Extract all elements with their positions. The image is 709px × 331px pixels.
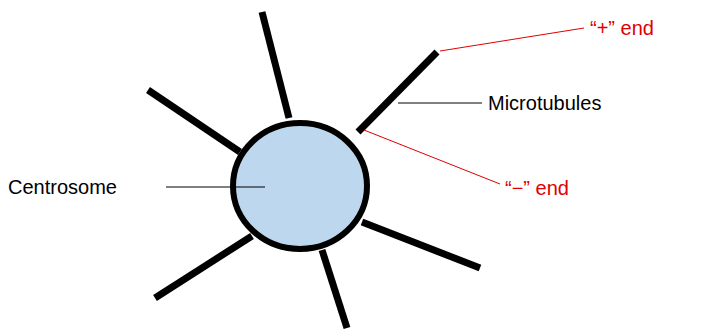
centrosome bbox=[233, 123, 367, 249]
leader-line bbox=[398, 103, 482, 104]
part-label: Centrosome bbox=[8, 175, 117, 199]
part-label: Microtubules bbox=[488, 91, 601, 115]
leader-line bbox=[364, 130, 500, 184]
leader-line bbox=[166, 187, 265, 188]
leader-line bbox=[440, 28, 584, 51]
microtubule bbox=[362, 222, 480, 268]
microtubule bbox=[155, 236, 252, 298]
microtubules bbox=[148, 12, 480, 328]
microtubule bbox=[262, 12, 289, 118]
end-label: “−” end bbox=[505, 176, 569, 200]
microtubule bbox=[148, 90, 240, 152]
end-label: “+” end bbox=[590, 16, 654, 40]
microtubule bbox=[358, 52, 437, 132]
microtubule bbox=[322, 250, 347, 328]
